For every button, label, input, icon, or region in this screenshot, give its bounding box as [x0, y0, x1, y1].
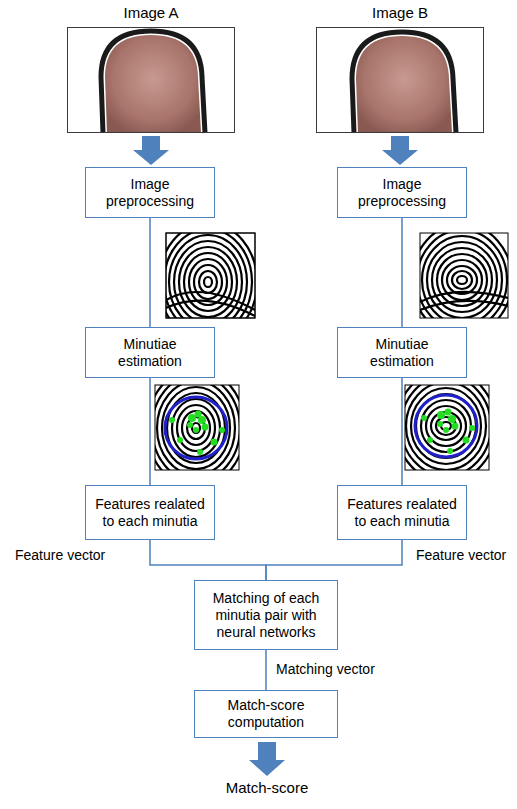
connector-line	[401, 378, 403, 485]
image-title: Image A	[68, 4, 234, 22]
box-label: Match-score computation	[201, 697, 331, 731]
box-label: Matching of each minutia pair with neura…	[201, 590, 331, 641]
box-label: Image preprocessing	[92, 176, 208, 210]
process-box: Minutiae estimation	[85, 327, 215, 378]
process-box: Image preprocessing	[337, 167, 467, 218]
box-label: Features realated to each minutia	[344, 496, 460, 530]
box-label: Minutiae estimation	[92, 336, 208, 370]
connector-line	[401, 218, 403, 327]
output-label: Match-score	[224, 779, 311, 796]
connector-line	[266, 540, 402, 580]
image-frame: Image A	[67, 27, 235, 133]
box-label: Minutiae estimation	[344, 336, 460, 370]
minutiae-image	[147, 369, 245, 487]
connector-line	[265, 650, 267, 690]
fingerprint-image	[159, 223, 257, 341]
process-box: Matching of each minutia pair with neura…	[194, 580, 338, 650]
block-arrow	[133, 136, 169, 165]
process-box: Minutiae estimation	[337, 327, 467, 378]
process-box: Image preprocessing	[85, 167, 215, 218]
connector-line	[149, 378, 151, 485]
process-box: Features realated to each minutia	[337, 485, 467, 540]
fingerprint-image	[412, 224, 512, 336]
image-frame: Image B	[316, 27, 484, 133]
process-box: Match-score computation	[194, 690, 338, 738]
minutiae-image	[396, 370, 496, 482]
process-box: Features realated to each minutia	[85, 485, 215, 540]
image-title: Image B	[317, 4, 483, 22]
thumb-photo	[316, 27, 484, 133]
connector-label: Matching vector	[274, 661, 377, 678]
box-label: Image preprocessing	[344, 176, 460, 210]
thumb-photo	[67, 27, 235, 133]
block-arrow	[249, 742, 285, 776]
connector-label: Feature vector	[13, 547, 107, 564]
connector-line	[149, 218, 151, 327]
connector-line	[150, 540, 266, 580]
connector-label: Feature vector	[414, 547, 508, 564]
box-label: Features realated to each minutia	[92, 496, 208, 530]
block-arrow	[382, 136, 418, 165]
